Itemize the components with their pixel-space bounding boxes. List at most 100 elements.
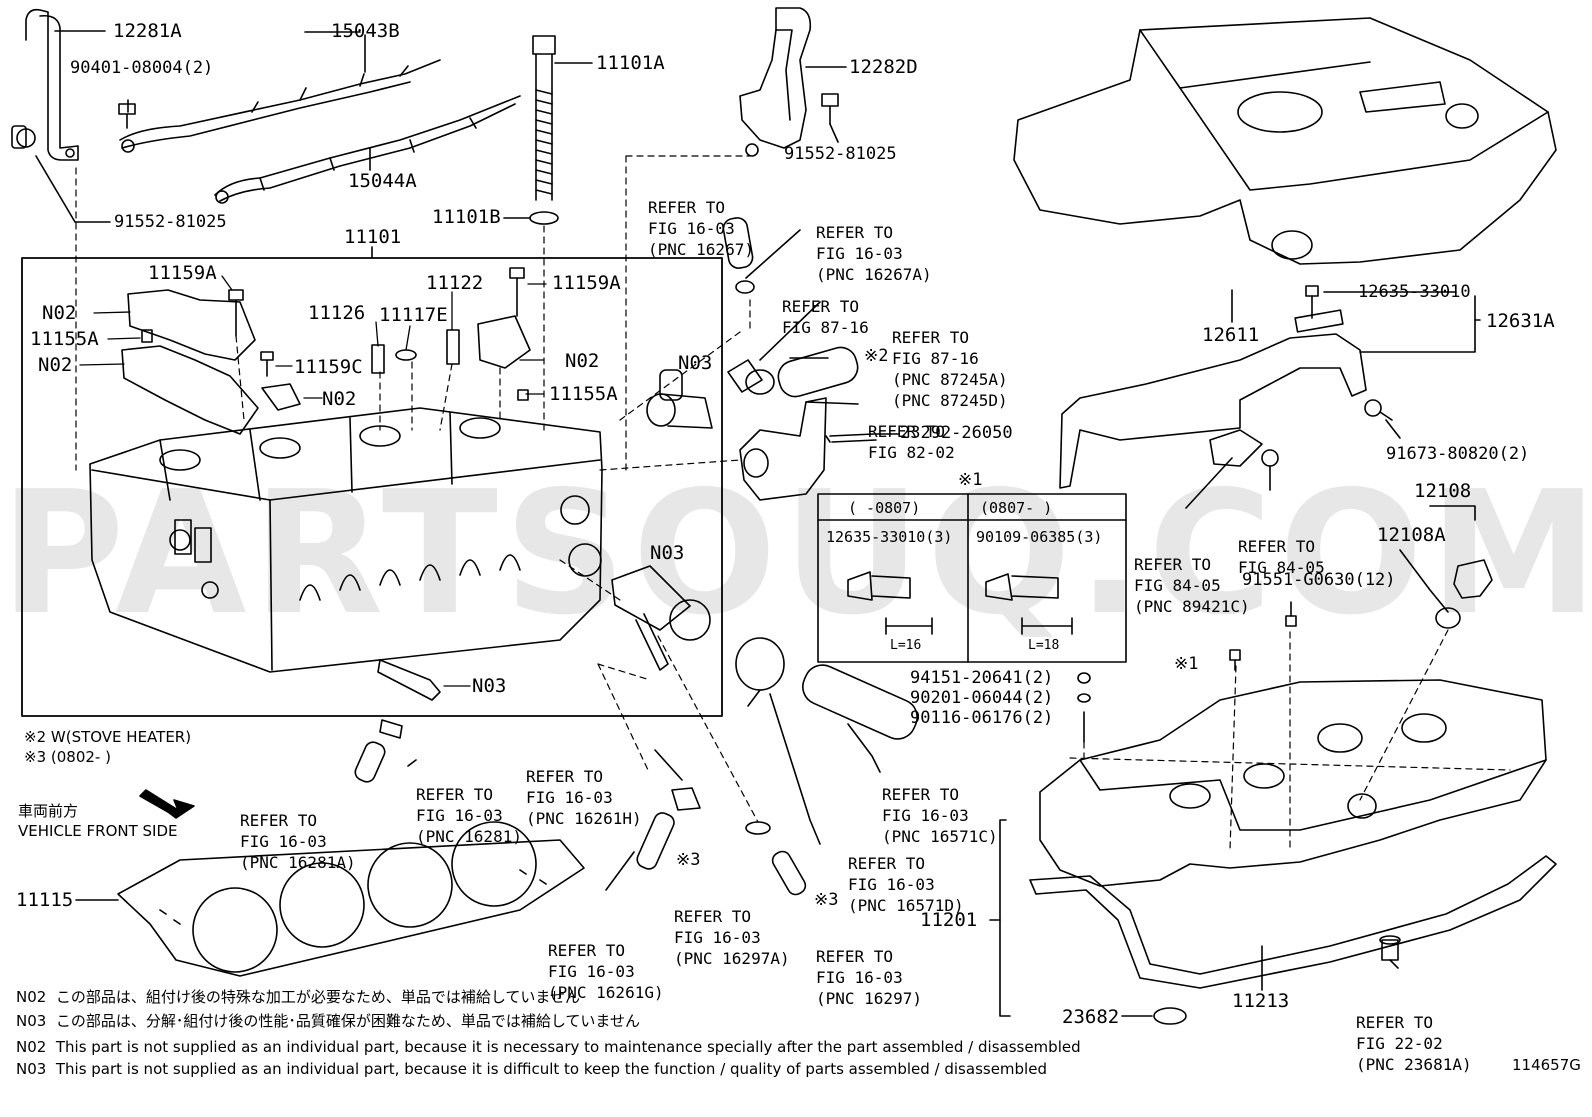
footnote-text: This part is not supplied as an individu…: [55, 1038, 1081, 1056]
label-11101b: 11101B: [432, 206, 501, 228]
valve-cover-gasket-11213: [1029, 855, 1557, 989]
footnote-code: N02: [16, 988, 47, 1006]
footnote-code: N03: [16, 1060, 47, 1078]
label-n02-b: N02: [38, 354, 73, 376]
footnote-code: N03: [16, 1012, 47, 1030]
bracket-82-02: [739, 397, 827, 501]
water-fitting-n03: [377, 369, 713, 701]
label-91551: 91551-G0630(12): [1242, 570, 1396, 590]
label-star2: ※2: [864, 346, 889, 366]
label-star3-a: ※3: [676, 850, 701, 870]
stud-23292: [825, 433, 877, 443]
table-col1-part: 12635-33010(3): [826, 528, 953, 546]
label-11159c: 11159C: [294, 356, 363, 378]
label-15043b: 15043B: [331, 20, 400, 42]
label-90116: 90116-06176(2): [910, 708, 1054, 728]
nut-washer-stud: [1077, 672, 1091, 743]
footnote-text: This part is not supplied as an individu…: [55, 1060, 1047, 1078]
head-gasket-11115: [117, 821, 585, 977]
bolt-12635-top: [1305, 285, 1319, 319]
footnote-n03-jp: N03 この部品は、分解･組付け後の性能･品質確保が困難なため、単品では補給して…: [16, 1012, 640, 1031]
label-n03-a: N03: [678, 352, 713, 374]
label-94151: 94151-20641(2): [910, 668, 1054, 688]
table-col2-header: (0807- ): [980, 499, 1053, 517]
label-91673: 91673-80820(2): [1386, 444, 1530, 464]
label-11101: 11101: [344, 226, 402, 248]
bracket-12282d: [739, 7, 812, 157]
label-91552-left: 91552-81025: [114, 212, 227, 232]
oil-filler-cap-12108: [1435, 559, 1493, 629]
bracket-12281a: [11, 8, 79, 161]
table-col1-length: L=16: [890, 638, 922, 653]
front-side-jp: 車両前方: [18, 802, 79, 820]
footnote-code: N02: [16, 1038, 47, 1056]
label-11117e: 11117E: [379, 304, 448, 326]
label-23292: 23292-26050: [900, 423, 1013, 443]
footnote-n02-en: N02 This part is not supplied as an indi…: [16, 1038, 1081, 1057]
label-11122: 11122: [426, 272, 484, 294]
table-col2-length: L=18: [1028, 638, 1060, 653]
bolt-90401: [118, 103, 136, 129]
small-fittings-bottom: [354, 719, 807, 896]
valve-cover-11201: [1039, 679, 1547, 887]
bolt-91552: [821, 93, 839, 125]
hoses-center: [722, 217, 859, 398]
front-side-en: VEHICLE FRONT SIDE: [18, 822, 178, 840]
label-90201: 90201-06044(2): [910, 688, 1054, 708]
label-11213: 11213: [1232, 990, 1290, 1012]
washer-11101b: [529, 211, 559, 225]
label-11201: 11201: [920, 909, 978, 931]
label-star3-b: ※3: [814, 890, 839, 910]
label-11115: 11115: [16, 889, 74, 911]
table-col1-header: ( -0807): [848, 499, 921, 517]
label-n02-a: N02: [42, 302, 77, 324]
label-n03-b: N03: [650, 542, 685, 564]
diagram-id: 114657G: [1512, 1056, 1581, 1074]
label-12108: 12108: [1414, 480, 1472, 502]
label-11159a-left: 11159A: [148, 262, 217, 284]
footnote-n02-jp: N02 この部品は、組付け後の特殊な加工が必要なため、単品では補給していません: [16, 988, 580, 1007]
remark-star2: ※2 W(STOVE HEATER): [24, 728, 192, 746]
bolt-91673: [1364, 399, 1393, 421]
table-col2-part: 90109-06385(3): [976, 528, 1103, 546]
label-12631a: 12631A: [1486, 310, 1555, 332]
label-11101a: 11101A: [596, 52, 665, 74]
stud-star1: [1229, 649, 1241, 671]
bracket-12631a: [1059, 309, 1367, 489]
remark-star3: ※3 (0802- ): [24, 748, 111, 766]
gasket-23682: [1153, 1007, 1187, 1025]
label-n02-d: N02: [565, 350, 600, 372]
footnote-n03-en: N03 This part is not supplied as an indi…: [16, 1060, 1047, 1079]
footnote-text: この部品は、組付け後の特殊な加工が必要なため、単品では補給していません: [55, 988, 580, 1006]
stud-91551: [1285, 601, 1297, 627]
d4d-logo-icon: [1445, 103, 1479, 129]
small-bolts: [141, 267, 529, 401]
label-90401: 90401-08004(2): [70, 58, 214, 78]
head-bolt-11101a: [532, 35, 556, 201]
label-12282d: 12282D: [849, 56, 918, 78]
label-n02-c: N02: [322, 388, 357, 410]
label-11155a-right: 11155A: [549, 383, 618, 405]
label-91552-right: 91552-81025: [784, 144, 897, 164]
cylinder-head-block: [89, 407, 603, 673]
bolt-variant-table: [817, 493, 1127, 663]
label-star1-top: ※1: [958, 470, 983, 490]
label-23682: 23682: [1062, 1006, 1120, 1028]
